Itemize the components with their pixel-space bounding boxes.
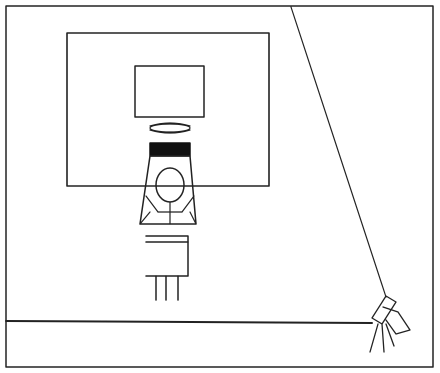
- participant-head: [155, 167, 185, 203]
- chair: [145, 235, 189, 277]
- participant-arms: [139, 195, 197, 225]
- room-frame: [5, 5, 434, 368]
- wall-edge-line: [290, 6, 387, 298]
- monitor: [134, 65, 205, 118]
- desk-panel: [66, 32, 270, 187]
- camera-icon: [369, 295, 411, 353]
- participant-legs: [155, 275, 179, 301]
- eye-tracker-bar: [149, 142, 191, 157]
- floor-line: [5, 320, 373, 324]
- eye-tracker-icon: [149, 122, 191, 134]
